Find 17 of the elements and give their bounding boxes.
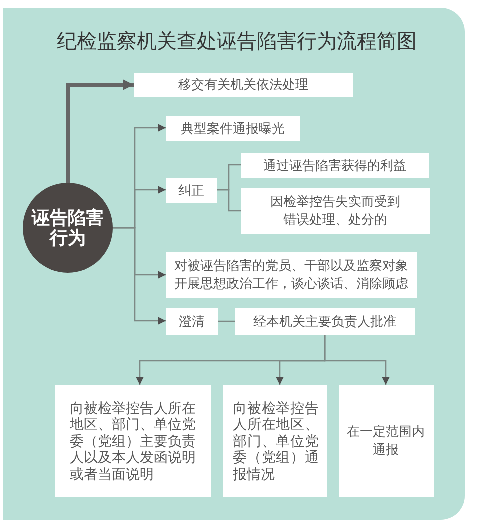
- process-box: 对被诬告陷害的党员、干部以及监察对象开展思想政治工作，谈心谈话、消除顾虑: [166, 252, 417, 298]
- process-box: 向被检举控告人所在地区、部门、单位党委（党组）通报情况: [223, 385, 327, 497]
- process-box: 向被检举控告人所在地区、部门、单位党委（党组）主要负责人以及本人发函说明或者当面说明: [55, 385, 211, 497]
- connector-line: [218, 320, 235, 322]
- process-box: 移交有关机关依法处理: [134, 73, 353, 97]
- process-box: 澄清: [166, 308, 218, 335]
- process-box: 经本机关主要负责人批准: [235, 308, 415, 335]
- connector-line: [217, 189, 241, 212]
- title: 纪检监察机关查处诬告陷害行为流程简图: [56, 30, 418, 55]
- arrow: [324, 335, 390, 385]
- process-box: 通过诬告陷害获得的利益: [241, 153, 429, 178]
- process-box: 在一定范围内通报: [339, 385, 434, 497]
- process-box: 因检举控告失实而受到错误处理、处分的: [241, 188, 430, 234]
- arrow: [66, 80, 134, 183]
- process-box: 纠正: [166, 178, 217, 203]
- process-box: 典型案件通报曝光: [166, 116, 300, 141]
- arrow: [113, 227, 166, 325]
